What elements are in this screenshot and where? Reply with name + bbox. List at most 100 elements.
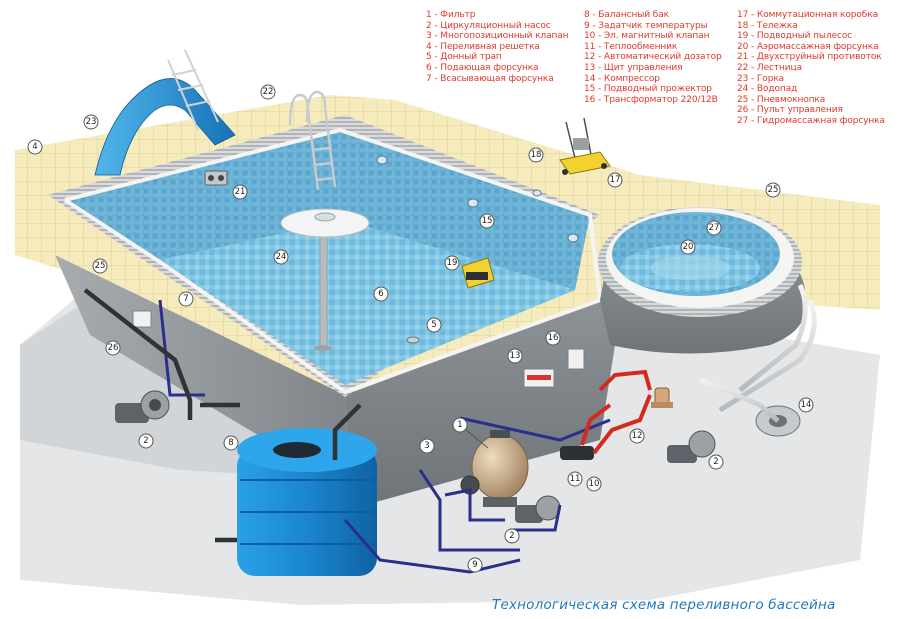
legend-item: 8 - Балансный бак <box>584 10 669 20</box>
water-slide <box>94 49 236 176</box>
legend-item: 27 - Гидромассажная форсунка <box>737 115 885 126</box>
legend-item: 13 - Щит управления <box>584 62 683 73</box>
svg-text:23: 23 <box>86 117 97 127</box>
legend-item: 16 - Трансформатор 220/12В <box>584 94 718 105</box>
svg-text:12: 12 <box>632 431 643 441</box>
svg-text:5: 5 <box>431 320 436 330</box>
svg-text:9: 9 <box>472 560 477 570</box>
svg-text:26: 26 <box>108 343 119 353</box>
pool-back-wall-left <box>65 130 345 260</box>
callout-9: 9 <box>467 557 483 573</box>
svg-text:7: 7 <box>183 294 188 304</box>
jacuzzi <box>598 207 806 354</box>
callout-23: 23 <box>83 114 99 130</box>
callout-5: 5 <box>426 317 442 333</box>
svg-text:14: 14 <box>801 400 812 410</box>
legend-item: 2 - Циркуляционный насос <box>426 20 551 31</box>
callout-2-right: 2 <box>708 454 724 470</box>
svg-text:2: 2 <box>713 457 718 467</box>
callout-2-left: 2 <box>138 433 154 449</box>
svg-text:25: 25 <box>95 261 106 271</box>
svg-text:4: 4 <box>32 142 37 152</box>
svg-text:3: 3 <box>424 441 429 451</box>
transformer <box>567 348 585 370</box>
callout-11: 11 <box>567 471 583 487</box>
pool-ladder <box>288 90 337 191</box>
callout-7: 7 <box>178 291 194 307</box>
callout-18: 18 <box>528 147 544 163</box>
svg-text:6: 6 <box>378 289 383 299</box>
pool-vacuum-robot <box>461 257 495 289</box>
legend-item: 15 - Подводный прожектор <box>584 84 712 95</box>
legend-item: 9 - Задатчик температуры <box>584 20 708 31</box>
callout-21: 21 <box>232 184 248 200</box>
legend-item: 12 - Автоматический дозатор <box>584 52 722 63</box>
svg-text:15: 15 <box>482 216 493 226</box>
callout-25-left: 25 <box>92 258 108 274</box>
legend-item: 20 - Аэромассажная форсунка <box>737 41 879 52</box>
svg-text:18: 18 <box>531 150 542 160</box>
svg-text:10: 10 <box>589 479 600 489</box>
callout-24: 24 <box>273 249 289 265</box>
svg-text:19: 19 <box>447 258 458 268</box>
heat-exchanger <box>560 446 594 460</box>
control-remote <box>132 310 152 328</box>
legend-item: 3 - Многопозиционный клапан <box>426 31 569 42</box>
svg-text:20: 20 <box>683 242 694 252</box>
pool-cart <box>559 117 611 175</box>
sand-filter <box>460 430 529 507</box>
legend-column-3: 17 - Коммутационная коробка 18 - Тележка… <box>737 10 885 127</box>
legend-item: 21 - Двухструйный противоток <box>737 52 882 63</box>
pool-back-wall-right <box>340 130 590 290</box>
callout-22: 22 <box>260 84 276 100</box>
callout-27: 27 <box>706 220 722 236</box>
diagram-caption: Технологическая схема переливного бассей… <box>492 597 836 613</box>
legend-item: 22 - Лестница <box>737 62 802 73</box>
callout-25-right: 25 <box>765 182 781 198</box>
legend-item: 18 - Тележка <box>737 20 798 31</box>
callout-16: 16 <box>545 330 561 346</box>
callout-12: 12 <box>629 428 645 444</box>
legend-item: 17 - Коммутационная коробка <box>737 10 878 20</box>
callout-4: 4 <box>27 139 43 155</box>
svg-text:27: 27 <box>709 223 720 233</box>
legend-item: 6 - Подающая форсунка <box>426 62 539 73</box>
callout-1: 1 <box>452 417 489 449</box>
legend-item: 14 - Компрессор <box>584 73 660 84</box>
legend-item: 7 - Всасывающая форсунка <box>426 73 554 84</box>
legend-item: 25 - Пневмокнопка <box>737 94 826 105</box>
svg-text:16: 16 <box>548 333 559 343</box>
callout-14: 14 <box>798 397 814 413</box>
pipe-network-supply <box>158 299 611 574</box>
legend-item: 11 - Теплообменник <box>584 41 678 52</box>
svg-text:1: 1 <box>457 420 462 430</box>
svg-text:21: 21 <box>235 187 246 197</box>
pool-shell-front <box>345 300 615 505</box>
svg-text:11: 11 <box>570 474 581 484</box>
callout-8: 8 <box>223 435 239 451</box>
legend-column-2: 8 - Балансный бак 9 - Задатчик температу… <box>584 10 722 105</box>
svg-text:25: 25 <box>768 185 779 195</box>
pool-shell-left <box>55 255 350 480</box>
legend-item: 1 - Фильтр <box>426 10 476 20</box>
legend-item: 10 - Эл. магнитный клапан <box>584 31 710 42</box>
pipe-network-drain <box>83 288 362 543</box>
callout-17: 17 <box>607 172 623 188</box>
pipe-network-hot <box>580 369 652 455</box>
pipe-network-air <box>699 283 817 423</box>
callout-6: 6 <box>373 286 389 302</box>
balance-tank <box>237 428 377 576</box>
legend-column-1: 1 - Фильтр 2 - Циркуляционный насос 3 - … <box>426 10 569 84</box>
svg-text:2: 2 <box>509 531 514 541</box>
callout-3: 3 <box>419 438 435 454</box>
legend-item: 23 - Горка <box>737 73 785 84</box>
callout-10: 10 <box>586 476 602 492</box>
svg-text:24: 24 <box>276 252 287 262</box>
circulation-pumps <box>115 390 716 523</box>
svg-text:17: 17 <box>610 175 621 185</box>
callout-26: 26 <box>105 340 121 356</box>
svg-text:2: 2 <box>143 436 148 446</box>
control-panel <box>523 368 555 388</box>
